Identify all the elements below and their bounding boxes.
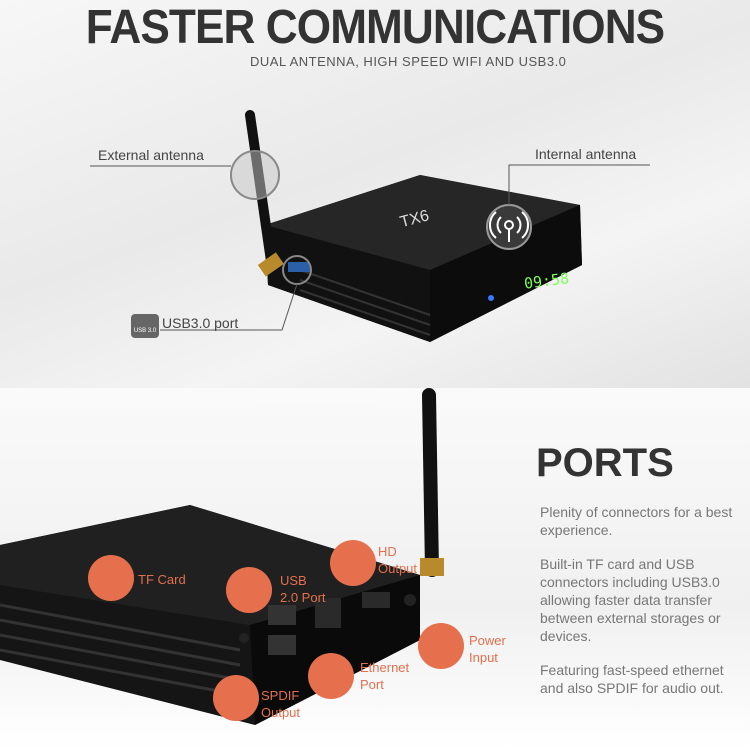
ports-paragraph: Plenity of connectors for a best experie… bbox=[540, 504, 733, 538]
internal-antenna-label: Internal antenna bbox=[535, 146, 637, 162]
external-antenna-label: External antenna bbox=[98, 147, 204, 163]
hd-output-label: HD Output bbox=[378, 544, 418, 576]
antenna-signal-icon bbox=[489, 211, 529, 242]
usb3-port-label: USB3.0 port bbox=[162, 315, 239, 331]
ports-heading: PORTS bbox=[536, 441, 674, 485]
ethernet-icon bbox=[308, 653, 354, 699]
power-plug-icon bbox=[418, 623, 464, 669]
page-subtitle: DUAL ANTENNA, HIGH SPEED WIFI AND USB3.0 bbox=[250, 54, 567, 69]
power-input-label: Power Input bbox=[469, 633, 506, 665]
audio-jack-icon bbox=[213, 675, 259, 721]
ports-paragraph: Built-in TF card and USB connectors incl… bbox=[540, 556, 721, 644]
spdif-label: SPDIF Output bbox=[261, 688, 301, 720]
usb-icon: USB 3.0 bbox=[131, 314, 159, 338]
tf-card-label: TF Card bbox=[138, 572, 186, 587]
ports-description: Plenity of connectors for a best experie… bbox=[540, 503, 750, 697]
page-title: FASTER COMMUNICATIONS bbox=[85, 1, 665, 54]
ports-paragraph: Featuring fast-speed ethernet and also S… bbox=[540, 662, 724, 696]
hdmi-icon bbox=[330, 540, 376, 586]
top-device-illustration: TX6 bbox=[90, 110, 650, 342]
sd-card-icon bbox=[88, 555, 134, 601]
usb2-label: USB 2.0 Port bbox=[280, 573, 326, 605]
ethernet-label: Ethernet Port bbox=[360, 660, 410, 692]
usb-drive-icon bbox=[226, 567, 272, 613]
usb3-port-shape bbox=[288, 262, 310, 272]
